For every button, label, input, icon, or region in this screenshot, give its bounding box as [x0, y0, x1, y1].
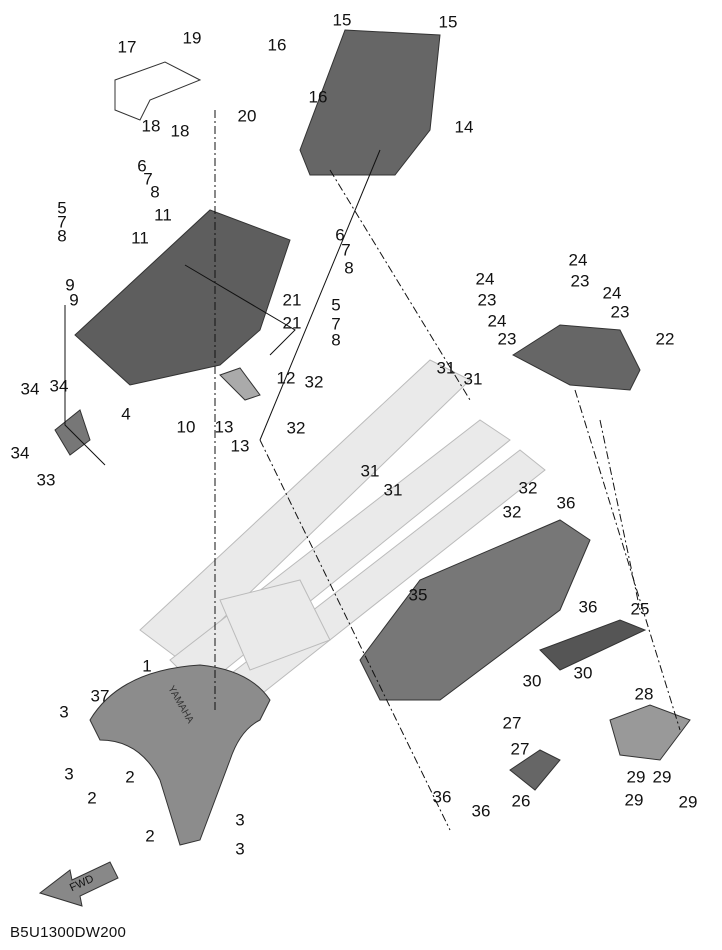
callout-7: 7	[143, 169, 153, 189]
callout-6: 6	[137, 156, 147, 176]
callout-5: 5	[57, 198, 67, 218]
callout-16: 16	[308, 87, 328, 107]
callout-15: 15	[332, 10, 352, 30]
part-26-bracket	[509, 749, 561, 791]
callout-19: 19	[182, 28, 202, 48]
callout-11: 11	[154, 205, 172, 225]
callout-37: 37	[90, 686, 110, 706]
callout-21: 21	[282, 313, 302, 333]
callout-28: 28	[634, 684, 654, 704]
callout-8: 8	[344, 258, 354, 278]
callout-27: 27	[502, 713, 522, 733]
callout-36: 36	[471, 801, 491, 821]
callout-23: 23	[497, 329, 517, 349]
callout-25: 25	[630, 599, 650, 619]
callout-1: 1	[142, 656, 152, 676]
callout-36: 36	[556, 493, 576, 513]
callout-24: 24	[602, 283, 622, 303]
callout-3: 3	[235, 839, 245, 859]
callout-31: 31	[360, 461, 380, 481]
fwd-arrow-icon	[38, 861, 119, 907]
callout-32: 32	[502, 502, 522, 522]
callout-7: 7	[331, 314, 341, 334]
part-17-bracket	[114, 61, 202, 121]
callout-8: 8	[57, 226, 67, 246]
callout-3: 3	[59, 702, 69, 722]
callout-29: 29	[652, 767, 672, 787]
callout-31: 31	[436, 358, 456, 378]
part-28-plate-bracket	[609, 704, 691, 761]
part-14-tray	[299, 29, 441, 176]
callout-29: 29	[678, 792, 698, 812]
callout-32: 32	[304, 372, 324, 392]
callout-9: 9	[65, 275, 75, 295]
callout-22: 22	[655, 329, 675, 349]
part-1-rear-fender	[89, 664, 271, 846]
callout-7: 7	[57, 212, 67, 232]
callout-21: 21	[282, 290, 302, 310]
callout-29: 29	[624, 790, 644, 810]
callout-9: 9	[69, 290, 79, 310]
callout-2: 2	[145, 826, 155, 846]
callout-34: 34	[10, 443, 30, 463]
callout-34: 34	[49, 376, 69, 396]
part-35-rear-cover	[359, 519, 591, 701]
callout-24: 24	[487, 311, 507, 331]
callout-24: 24	[475, 269, 495, 289]
callout-12: 12	[276, 368, 296, 388]
callout-10: 10	[176, 417, 196, 437]
callout-18: 18	[170, 121, 190, 141]
callout-13: 13	[214, 417, 234, 437]
callout-5: 5	[331, 295, 341, 315]
leader-lines	[64, 110, 681, 831]
callout-17: 17	[117, 37, 137, 57]
callout-24: 24	[568, 250, 588, 270]
callout-13: 13	[230, 436, 250, 456]
callout-14: 14	[454, 117, 474, 137]
callout-34: 34	[20, 379, 40, 399]
callout-2: 2	[125, 767, 135, 787]
callout-31: 31	[383, 480, 403, 500]
part-25-bracket	[539, 619, 647, 671]
diagram-code: B5U1300DW200	[10, 924, 127, 941]
callout-23: 23	[610, 302, 630, 322]
callout-6: 6	[335, 225, 345, 245]
callout-20: 20	[237, 106, 257, 126]
callout-4: 4	[121, 404, 131, 424]
callout-35: 35	[408, 585, 428, 605]
callout-16: 16	[267, 35, 287, 55]
part-4-housing	[74, 209, 291, 386]
callout-36: 36	[578, 597, 598, 617]
callout-29: 29	[626, 767, 646, 787]
callout-8: 8	[150, 182, 160, 202]
callout-18: 18	[141, 116, 161, 136]
callout-33: 33	[36, 470, 56, 490]
callout-2: 2	[87, 788, 97, 808]
callout-30: 30	[522, 671, 542, 691]
callout-31: 31	[463, 369, 483, 389]
callout-23: 23	[477, 290, 497, 310]
callout-32: 32	[518, 478, 538, 498]
callout-23: 23	[570, 271, 590, 291]
callout-3: 3	[64, 764, 74, 784]
callout-27: 27	[510, 739, 530, 759]
callout-15: 15	[438, 12, 458, 32]
callout-11: 11	[131, 228, 149, 248]
callout-26: 26	[511, 791, 531, 811]
rear-frame	[139, 359, 546, 716]
part-12-cover	[219, 367, 261, 401]
callout-32: 32	[286, 418, 306, 438]
callout-36: 36	[432, 787, 452, 807]
callout-8: 8	[331, 330, 341, 350]
callout-3: 3	[235, 810, 245, 830]
part-22-tail-light	[512, 324, 641, 391]
callout-30: 30	[573, 663, 593, 683]
callout-7: 7	[341, 240, 351, 260]
